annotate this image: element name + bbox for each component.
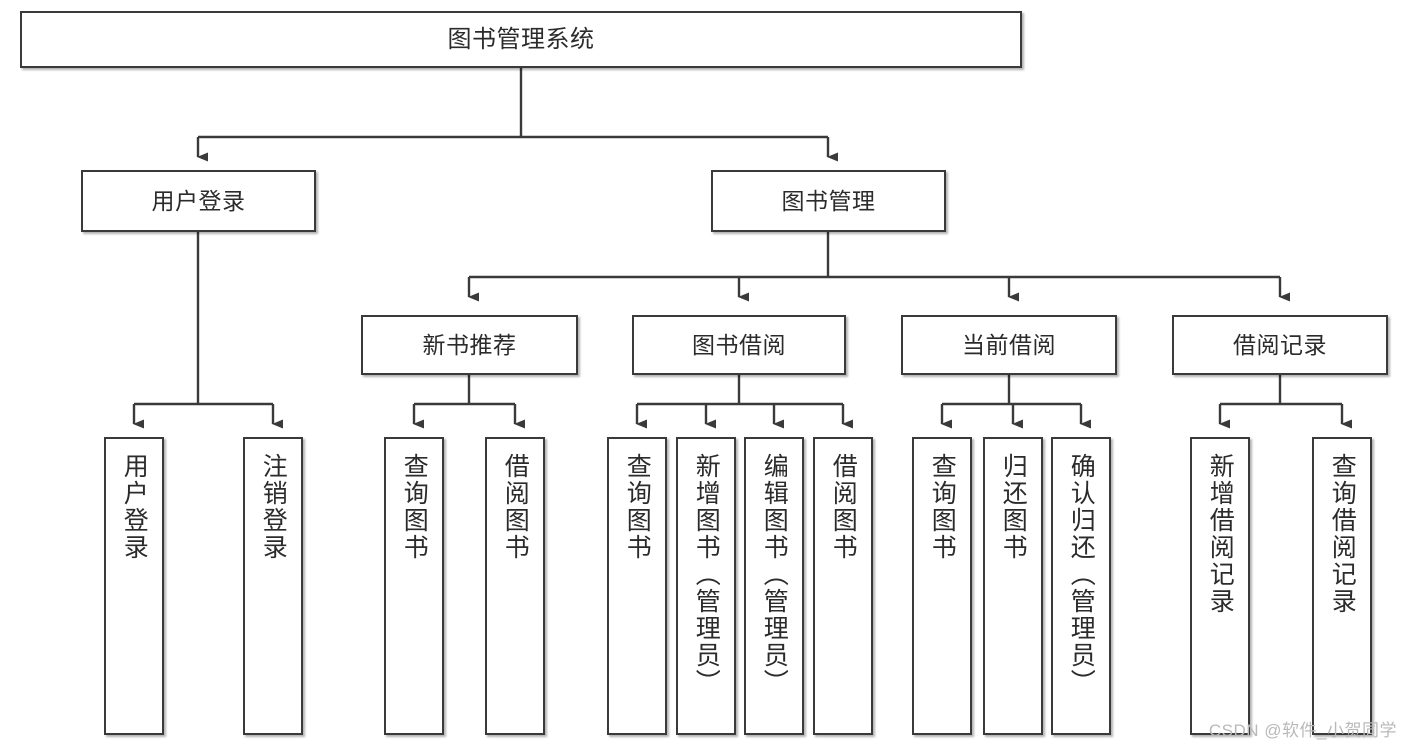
node-leaf-8-查询图书[interactable]: 查询图书 bbox=[912, 437, 972, 735]
node-leaf-11-新增借阅记录-label: 新增借阅记录 bbox=[1206, 453, 1235, 615]
node-leaf-8-查询图书-label: 查询图书 bbox=[928, 453, 957, 561]
node-leaf-0-用户登录[interactable]: 用户登录 bbox=[104, 437, 164, 735]
node-leaf-12-查询借阅记录-label: 查询借阅记录 bbox=[1328, 453, 1357, 615]
node-leaf-7-借阅图书[interactable]: 借阅图书 bbox=[813, 437, 873, 735]
node-leaf-5-新增图书管理-label: 新增图书（管理员） bbox=[692, 453, 721, 696]
node-l3-借阅记录[interactable]: 借阅记录 bbox=[1172, 315, 1388, 375]
node-leaf-10-确认归还管理-label: 确认归还（管理员） bbox=[1067, 453, 1096, 696]
node-l3-借阅记录-label: 借阅记录 bbox=[1233, 331, 1327, 358]
node-leaf-7-借阅图书-label: 借阅图书 bbox=[829, 453, 858, 561]
node-l2-用户登录[interactable]: 用户登录 bbox=[81, 170, 316, 232]
node-l3-图书借阅[interactable]: 图书借阅 bbox=[632, 315, 846, 375]
node-leaf-4-查询图书-label: 查询图书 bbox=[623, 453, 652, 561]
node-leaf-11-新增借阅记录[interactable]: 新增借阅记录 bbox=[1190, 437, 1250, 735]
node-leaf-10-确认归还管理[interactable]: 确认归还（管理员） bbox=[1051, 437, 1111, 735]
node-l2-图书管理-label: 图书管理 bbox=[781, 187, 876, 214]
node-l3-新书推荐-label: 新书推荐 bbox=[422, 331, 517, 358]
node-leaf-6-编辑图书管理[interactable]: 编辑图书（管理员） bbox=[744, 437, 804, 735]
node-leaf-2-查询图书[interactable]: 查询图书 bbox=[384, 437, 444, 735]
watermark-text: CSDN @软件_小贺同学 bbox=[1208, 721, 1397, 740]
node-leaf-12-查询借阅记录[interactable]: 查询借阅记录 bbox=[1312, 437, 1372, 735]
node-root[interactable]: 图书管理系统 bbox=[20, 11, 1022, 68]
node-l3-图书借阅-label: 图书借阅 bbox=[692, 331, 786, 358]
node-leaf-2-查询图书-label: 查询图书 bbox=[400, 453, 429, 561]
node-leaf-6-编辑图书管理-label: 编辑图书（管理员） bbox=[760, 453, 789, 696]
node-l2-图书管理[interactable]: 图书管理 bbox=[711, 170, 946, 232]
node-l3-当前借阅[interactable]: 当前借阅 bbox=[901, 315, 1117, 375]
node-leaf-1-注销登录[interactable]: 注销登录 bbox=[243, 437, 303, 735]
node-leaf-5-新增图书管理[interactable]: 新增图书（管理员） bbox=[676, 437, 736, 735]
node-leaf-3-借阅图书-label: 借阅图书 bbox=[501, 453, 530, 561]
node-leaf-3-借阅图书[interactable]: 借阅图书 bbox=[485, 437, 545, 735]
node-leaf-4-查询图书[interactable]: 查询图书 bbox=[607, 437, 667, 735]
node-leaf-9-归还图书[interactable]: 归还图书 bbox=[983, 437, 1043, 735]
node-leaf-1-注销登录-label: 注销登录 bbox=[259, 453, 288, 561]
node-l2-用户登录-label: 用户登录 bbox=[151, 187, 246, 214]
node-root-label: 图书管理系统 bbox=[447, 25, 595, 53]
node-l3-新书推荐[interactable]: 新书推荐 bbox=[361, 315, 578, 375]
node-leaf-9-归还图书-label: 归还图书 bbox=[999, 453, 1028, 561]
node-l3-当前借阅-label: 当前借阅 bbox=[962, 331, 1056, 358]
node-leaf-0-用户登录-label: 用户登录 bbox=[120, 453, 149, 561]
